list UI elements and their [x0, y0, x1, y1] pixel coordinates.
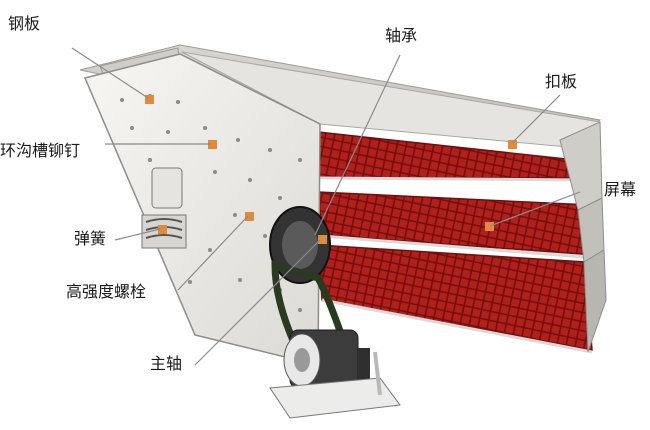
marker-steel-plate: [145, 95, 154, 104]
marker-rivet: [208, 140, 217, 149]
label-steel-plate: 钢板: [8, 14, 41, 33]
label-screen-mesh: 屏幕: [604, 180, 637, 199]
deck-bottom: [317, 244, 593, 351]
label-main-shaft: 主轴: [150, 354, 183, 373]
screen-decks: [317, 131, 597, 354]
marker-shaft: [318, 235, 327, 244]
label-high-strength-bolt: 高强度螺栓: [66, 282, 147, 301]
marker-clamp: [508, 140, 517, 149]
label-clamp-plate: 扣板: [545, 72, 578, 91]
markers: [145, 95, 517, 244]
label-ring-groove-rivet: 环沟槽铆钉: [0, 141, 81, 160]
marker-bolt: [245, 212, 254, 221]
label-bearing: 轴承: [385, 26, 418, 45]
label-spring: 弹簧: [74, 229, 107, 248]
right-rail-bottom: [583, 249, 607, 353]
marker-spring: [158, 225, 167, 234]
marker-screen: [485, 222, 494, 231]
drive-assembly: [269, 206, 401, 419]
leader-lines: [71, 47, 581, 366]
